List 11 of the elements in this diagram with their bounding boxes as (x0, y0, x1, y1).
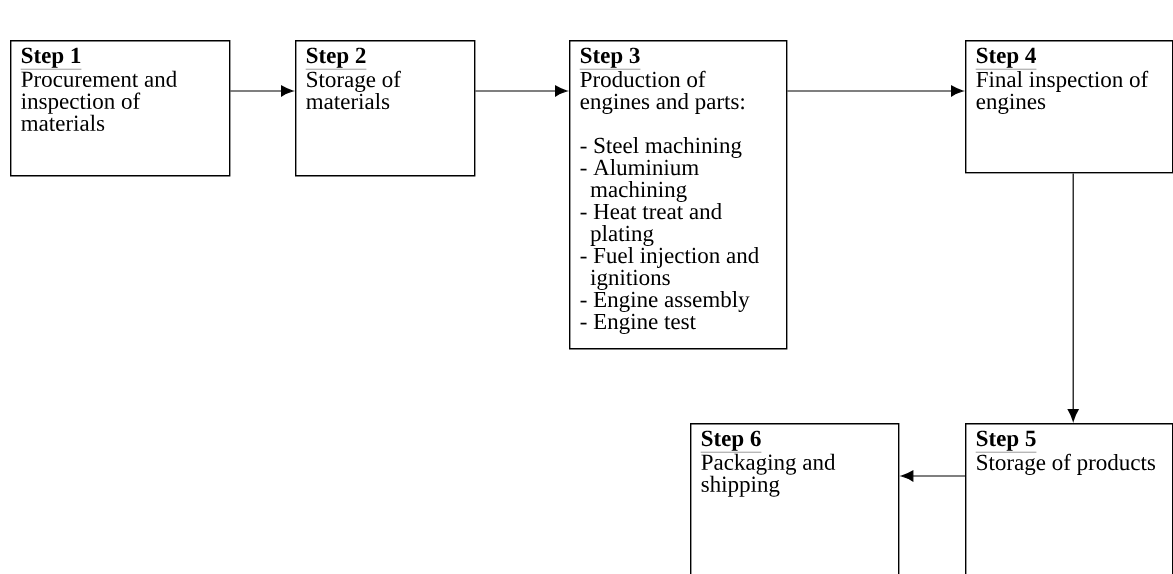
process-box: Step 3 Production of engines and parts: - Steel machining - Aluminium machining - Heat treat and plating - Fuel injection and ignitions - Engine assembly - Engine test (569, 40, 788, 350)
arrow (1067, 172, 1079, 422)
arrow (786, 85, 964, 97)
process-box: Step 6 Packaging and shipping (690, 423, 900, 574)
process-box: Step 4 Final inspection of engines (965, 40, 1173, 174)
process-box: Step 2 Storage of materials (295, 40, 476, 177)
arrow (474, 85, 568, 97)
arrow (229, 85, 294, 97)
arrow (901, 470, 966, 482)
process-box: Step 1 Procurement and inspection of materials (10, 40, 231, 177)
process-box: Step 5 Storage of products (965, 423, 1173, 574)
